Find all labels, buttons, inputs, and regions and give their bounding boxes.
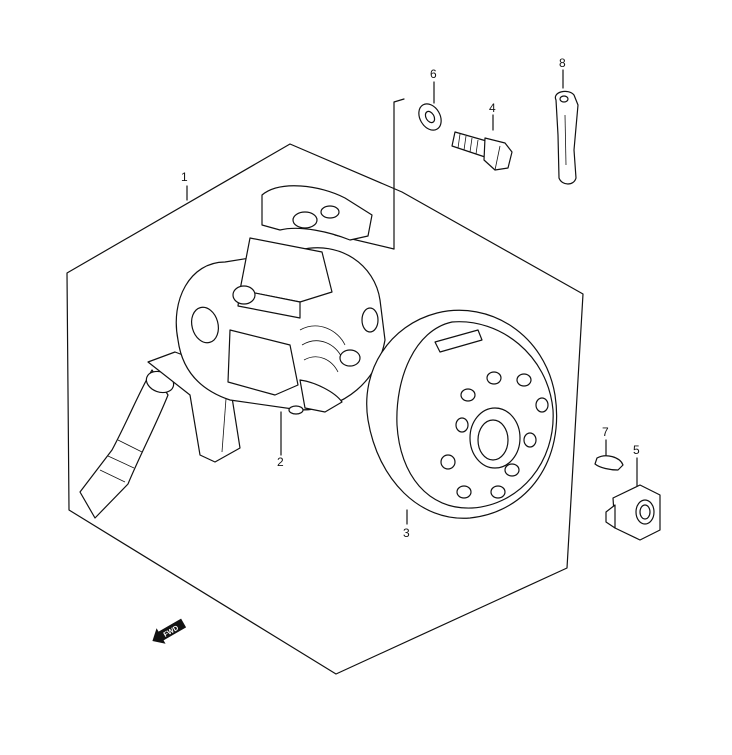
woodruff-key [594,455,624,471]
callout-3: 3 [403,526,410,540]
flywheel-rotor [366,309,558,519]
callout-8: 8 [559,56,566,70]
callout-1: 1 [181,170,188,184]
fwd-arrow-icon: FWD [152,618,187,644]
stator-coil-assembly [79,185,386,519]
callout-6: 6 [430,67,437,81]
washer [418,103,442,131]
bolt [451,131,513,171]
leader-lines [186,69,638,525]
callout-7: 7 [602,425,609,439]
callout-5: 5 [633,443,640,457]
fwd-label: FWD [163,625,180,639]
callout-2: 2 [277,455,284,469]
flywheel-nut [605,484,661,541]
callout-4: 4 [489,101,496,115]
cable-clamp [554,90,579,185]
